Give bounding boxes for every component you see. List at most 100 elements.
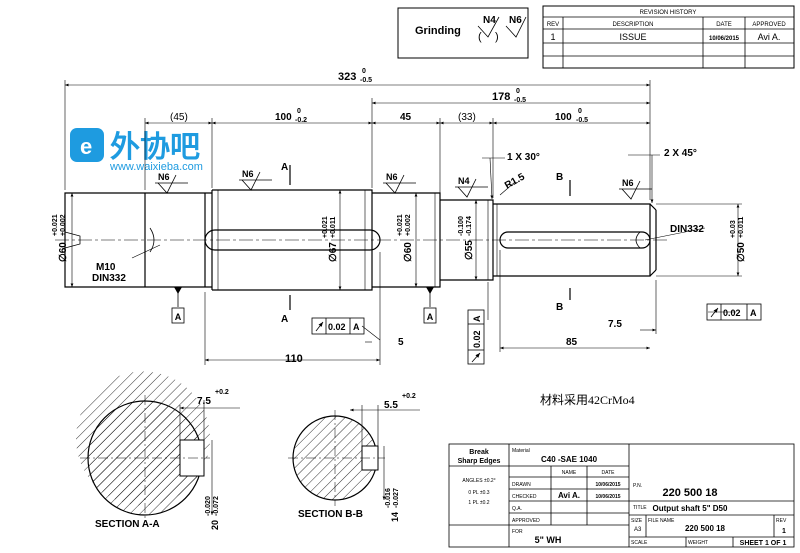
logo: e 外协吧 www.waixieba.com [70, 128, 203, 173]
dim-100-right-tol: -0.5 [576, 117, 588, 124]
section-b-title: SECTION B-B [298, 509, 363, 520]
grinding-paren-close: ) [495, 31, 499, 43]
dim-5: 5 [398, 337, 404, 348]
runout-value-2: 0.02 [723, 308, 741, 318]
sheet-label: SHEET 1 OF 1 [740, 540, 787, 547]
finish-symbol-icon [241, 171, 261, 191]
rev-header-approved: APPROVED [752, 22, 786, 28]
dim-100-left: 100 [275, 112, 292, 123]
dim-right-group-tol-upper: 0 [516, 88, 520, 95]
finish-symbol-icon [621, 180, 641, 200]
tol-1pl: 1 PL ±0.2 [468, 500, 489, 506]
weight-label: WEIGHT [688, 540, 708, 546]
runout-frame-3: 0.02 A [467, 309, 485, 365]
grinding-paren-open: ( [478, 31, 482, 43]
dimension-lines [64, 80, 742, 365]
title-label: TITLE [633, 505, 647, 511]
dim-100-right-tol-upper: 0 [578, 108, 582, 115]
runout-arrow-icon [710, 307, 719, 318]
dim-right-group: 178 [492, 91, 510, 103]
title-block-text: Break Sharp Edges Material C40 -SAE 1040… [458, 448, 787, 547]
dia-50-tol-upper: +0.03 [730, 220, 737, 238]
finish-4: N4 [458, 176, 470, 186]
checked-date: 10/06/2015 [595, 494, 620, 500]
rev-header-rev: REV [547, 22, 559, 28]
section-b-depth: 14 [390, 512, 400, 522]
break-edges-1: Break [469, 449, 489, 456]
checked-label: CHECKED [512, 494, 537, 500]
gdt-frames: 0.02 A 0.02 A 0.02 A [311, 303, 762, 365]
material-label: Material [512, 448, 530, 454]
finish-symbol-icon [477, 16, 500, 38]
finish-3: N6 [386, 172, 398, 182]
dia-67: ∅67 [328, 242, 339, 262]
runout-frame-1: 0.02 A [311, 317, 365, 335]
cut-a-bottom: A [281, 314, 288, 325]
finish-1: N6 [158, 172, 170, 182]
logo-brand: 外协吧 [110, 131, 200, 164]
rev-value: 1 [782, 528, 786, 535]
chamfer-right: 2 X 45° [664, 148, 697, 159]
section-a-depth: 20 [210, 520, 220, 530]
qa-label: Q.A. [512, 506, 522, 512]
chamfer-left: 1 X 30° [507, 152, 540, 163]
dim-100-left-tol-upper: 0 [297, 108, 301, 115]
rev-label: REV [776, 518, 787, 524]
pn-value: 220 500 18 [662, 487, 717, 499]
grinding-label: Grinding [415, 25, 461, 37]
break-edges-2: Sharp Edges [458, 458, 501, 465]
dimension-texts: 323 0 -0.5 178 0 -0.5 (45) 100 0 -0.2 45… [52, 68, 747, 365]
grinding-symbol-main: N4 [483, 15, 496, 26]
rev-row-rev: 1 [550, 32, 555, 42]
dia-mid-tol-upper: +0.021 [397, 214, 404, 236]
section-b-b: 5.5 +0.2 14 -0.016 -0.027 SECTION B-B [288, 393, 420, 522]
dim-100-right: 100 [555, 112, 572, 123]
dim-100-left-tol: -0.2 [295, 117, 307, 124]
section-a-title: SECTION A-A [95, 519, 160, 530]
section-b-depth-tol-lower: -0.027 [393, 488, 400, 508]
cut-b-bottom: B [556, 302, 563, 313]
dim-7-5: 7.5 [608, 319, 622, 330]
material-value: C40 -SAE 1040 [541, 455, 598, 464]
for-value: 5" WH [535, 535, 562, 545]
center-std: DIN332 [670, 224, 704, 235]
dia-mid-tol-lower: +0.002 [405, 214, 412, 236]
section-b-depth-tol-upper: -0.016 [385, 488, 392, 508]
dia-55-tol-upper: -0.100 [458, 216, 465, 236]
svg-text:e: e [80, 134, 92, 159]
runout-datum-1: A [353, 322, 360, 332]
dim-45: 45 [400, 112, 412, 123]
fillet-radius: R1.5 [503, 171, 527, 191]
checked-name: Avi A. [558, 491, 580, 500]
shaft-view [55, 189, 668, 291]
dim-overall-tol-lower: -0.5 [360, 77, 372, 84]
datum-a-right: A [427, 312, 434, 322]
datum-a-left: A [175, 312, 182, 322]
revision-history: REVISION HISTORY REV DESCRIPTION DATE AP… [542, 5, 795, 69]
grinding-box: Grinding N4 ( ) N6 [397, 7, 529, 59]
logo-icon [70, 128, 104, 162]
material-note: 材料采用42CrMo4 [540, 393, 635, 407]
dia-55: ∅55 [464, 240, 475, 260]
drawn-label: DRAWN [512, 482, 531, 488]
pn-label: P.N. [633, 483, 642, 489]
dim-overall-tol-upper: 0 [362, 68, 366, 75]
section-b-width-tol: +0.2 [402, 393, 416, 400]
section-a-a: 7.5 +0.2 20 -0.020 -0.072 SECTION A-A [76, 371, 240, 530]
section-a-width: 7.5 [197, 396, 211, 407]
surface-finish-symbols: N6 N6 N6 N4 N6 [155, 169, 652, 200]
runout-datum-2: A [750, 308, 757, 318]
runout-frame-2: 0.02 A [706, 303, 762, 321]
title-block [448, 443, 795, 548]
finish-5: N6 [622, 178, 634, 188]
filename-label: FILE NAME [648, 518, 675, 524]
cut-a-top: A [281, 162, 288, 173]
finish-symbol-icon [385, 174, 405, 194]
dim-overall: 323 [338, 71, 356, 83]
scale-label: SCALE [631, 540, 648, 546]
size-value: A3 [634, 527, 642, 533]
runout-arrow-icon [315, 321, 324, 332]
runout-datum-3: A [472, 315, 482, 322]
finish-2: N6 [242, 169, 254, 179]
